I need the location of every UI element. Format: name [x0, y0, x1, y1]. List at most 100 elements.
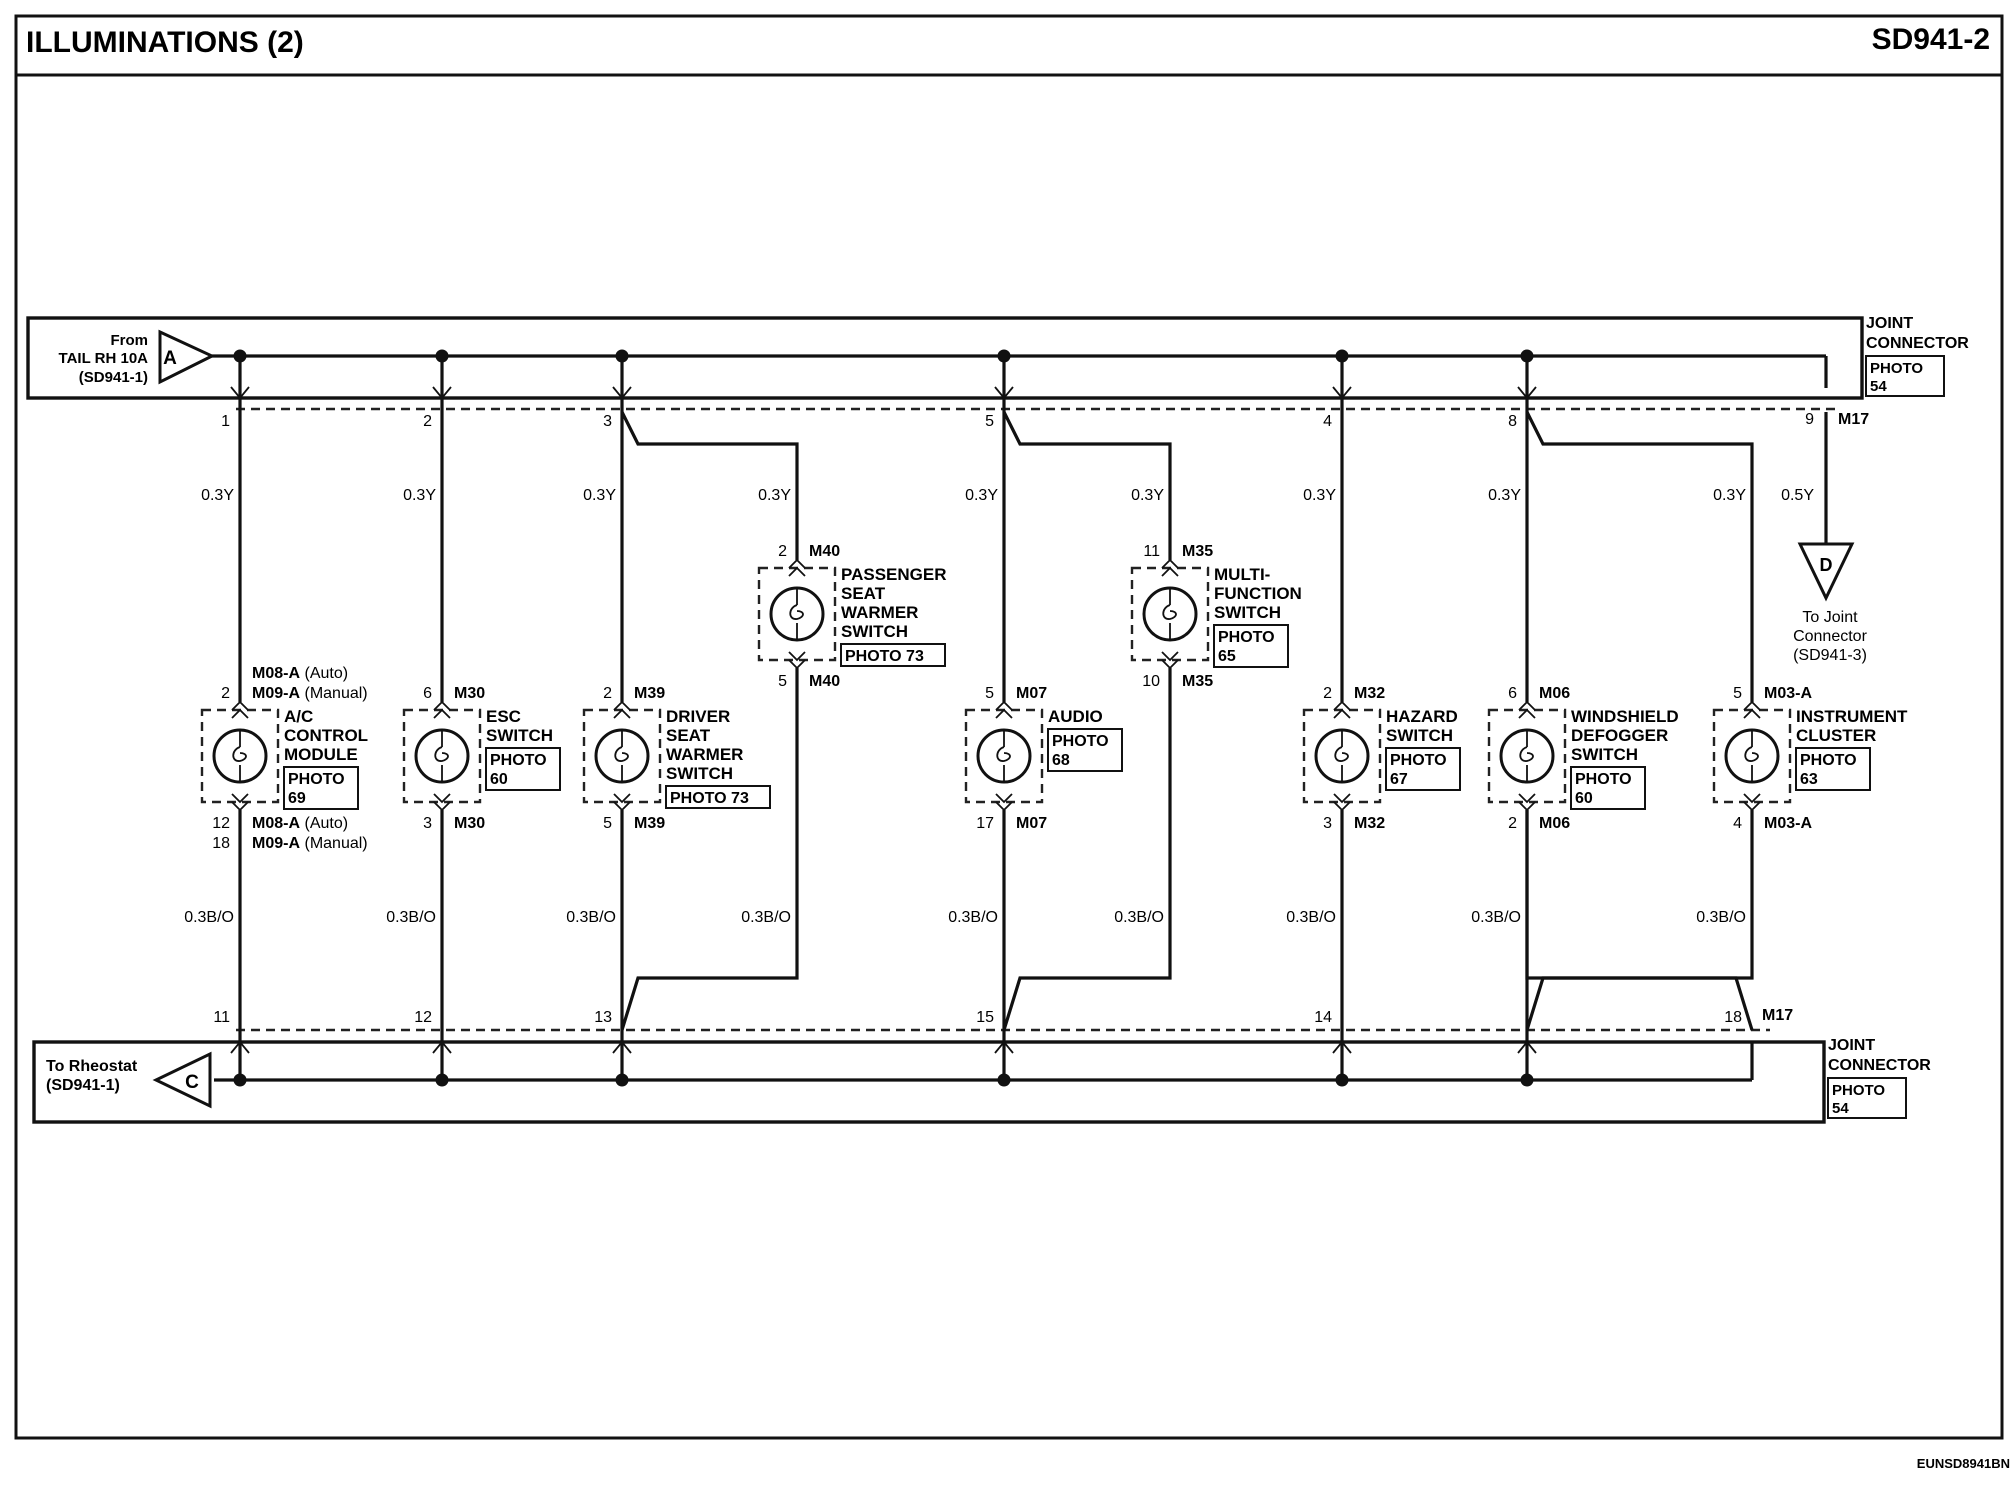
- branch-4-pin-out: 17: [976, 815, 994, 832]
- branch-7-name-1: DEFOGGER: [1571, 726, 1668, 745]
- bottom-joint-connector: M17: [1762, 1007, 1793, 1024]
- source-a-line-3: (SD941-1): [79, 369, 148, 386]
- branch-2-top-arrow: [612, 386, 632, 400]
- bottom-joint-bar: [32, 1040, 1826, 1124]
- branch-2-wire-in-label: 0.3Y: [583, 487, 616, 504]
- branch-7-pin-out: 2: [1508, 815, 1517, 832]
- joint-out-line-2: Connector: [1793, 628, 1867, 645]
- branch-7-photo-0: PHOTO: [1575, 771, 1632, 788]
- branch-6-photo-0: PHOTO: [1390, 752, 1447, 769]
- branch-6-conn-out-a: [1333, 801, 1351, 812]
- branch-3-pin-in: 2: [778, 543, 787, 560]
- branch-4-conn-in-b: [995, 708, 1013, 719]
- branch-6-lamp-filament: [1334, 730, 1349, 782]
- branch-0-name-1: CONTROL: [284, 726, 368, 745]
- branch-4-lamp-filament: [996, 730, 1011, 782]
- branch-5-wire-out-label: 0.3B/O: [1114, 909, 1164, 926]
- rheostat-c-triangle: [152, 1051, 212, 1109]
- branch-6-bottom-splice: [1335, 1073, 1349, 1087]
- branch-4-conn-out-id-0: M07: [1016, 815, 1047, 832]
- branch-6-conn-out-b: [1333, 793, 1351, 804]
- page-title: ILLUMINATIONS (2): [26, 26, 304, 59]
- branch-4-top-splice: [997, 349, 1011, 363]
- branch-6-top-arrow: [1332, 386, 1352, 400]
- branch-8-lamp-filament: [1744, 730, 1759, 782]
- rheostat-line-1: To Rheostat: [46, 1058, 138, 1075]
- branch-0-conn-in-a: [231, 700, 249, 711]
- branch-4-wire-out-label: 0.3B/O: [948, 909, 998, 926]
- branch-3-conn-in-b: [788, 566, 806, 577]
- branch-8-conn-in-a: [1743, 700, 1761, 711]
- branch-4-photo-1: 68: [1052, 752, 1070, 769]
- branch-0-pin-in: 2: [221, 685, 230, 702]
- branch-2-top-pin: 3: [603, 413, 612, 430]
- top-joint-photo-box: [1865, 355, 1945, 397]
- branch-6-bottom-pin: 14: [1314, 1009, 1332, 1026]
- bottom-joint-label-1: JOINT: [1828, 1037, 1875, 1054]
- branch-6-pin-out: 3: [1323, 815, 1332, 832]
- joint-out-line-1: To Joint: [1802, 609, 1858, 626]
- joint-out-d-triangle: [1797, 542, 1855, 602]
- bottom-joint-photo-2: 54: [1832, 1100, 1849, 1117]
- branch-0-conn-out-b: [231, 793, 249, 804]
- branch-0-bottom-pin: 11: [213, 1009, 230, 1026]
- branch-5-name-0: MULTI-: [1214, 565, 1270, 584]
- branch-7-conn-in-a: [1518, 700, 1536, 711]
- branch-3-pin-out: 5: [778, 673, 787, 690]
- branch-7-top-arrow: [1517, 386, 1537, 400]
- top-joint-label-1: JOINT: [1866, 315, 1913, 332]
- branch-1-conn-out-a: [433, 801, 451, 812]
- branch-3-photo-box: [840, 643, 946, 667]
- branch-5-name-1: FUNCTION: [1214, 584, 1302, 603]
- source-a-letter: A: [163, 348, 177, 369]
- branch-7-conn-out-b: [1518, 793, 1536, 804]
- branch-0-conn-out-id-1: M09-A: [252, 835, 300, 852]
- branch-8-pin-out: 4: [1733, 815, 1742, 832]
- branch-3-name-3: SWITCH: [841, 622, 908, 641]
- branch-3-wire-out: [620, 668, 799, 1031]
- branch-8-photo-1: 63: [1800, 771, 1818, 788]
- branch-6-pin-in: 2: [1323, 685, 1332, 702]
- branch-0-conn-out-id-0: M08-A: [252, 815, 300, 832]
- branch-6-conn-in-a: [1333, 700, 1351, 711]
- branch-2-name-0: DRIVER: [666, 707, 730, 726]
- branch-4-conn-in-a: [995, 700, 1013, 711]
- branch-7-photo-1: 60: [1575, 790, 1593, 807]
- branch-2-conn-out-b: [613, 793, 631, 804]
- rheostat-line-2: (SD941-1): [46, 1077, 120, 1094]
- branch-3-wire-out-label: 0.3B/O: [741, 909, 791, 926]
- branch-2-bottom-pin: 13: [594, 1009, 612, 1026]
- branch-2-top-splice: [615, 349, 629, 363]
- branch-7-name-2: SWITCH: [1571, 745, 1638, 764]
- branch-7-top-pin: 8: [1508, 413, 1517, 430]
- top-joint-bar: [26, 316, 1864, 400]
- bottom-joint-label-2: CONNECTOR: [1828, 1057, 1931, 1074]
- branch-2-conn-in-b: [613, 708, 631, 719]
- branch-4-photo-box: [1047, 728, 1123, 772]
- branch-7-photo-box: [1570, 766, 1646, 810]
- branch-8-conn-out-a: [1743, 801, 1761, 812]
- branch-6-wire-in-label: 0.3Y: [1303, 487, 1336, 504]
- branch-1-conn-in-a: [433, 700, 451, 711]
- branch-0-top-arrow: [230, 386, 250, 400]
- branch-5-conn-out-b: [1161, 651, 1179, 662]
- joint-out-line-3: (SD941-3): [1793, 647, 1867, 664]
- footer-code: EUNSD8941BN: [1917, 1456, 2010, 1471]
- page-code: SD941-2: [1872, 23, 1990, 56]
- branch-8-conn-in-id-0: M03-A: [1764, 685, 1812, 702]
- branch-2-bottom-splice: [615, 1073, 629, 1087]
- branch-8-conn-in-b: [1743, 708, 1761, 719]
- joint-out-pin: 9: [1805, 411, 1814, 428]
- branch-5-pin-in: 11: [1143, 543, 1160, 560]
- branch-8-conn-out-id-0: M03-A: [1764, 815, 1812, 832]
- branch-0-pin-out: 12: [212, 815, 230, 832]
- joint-out-wire-label: 0.5Y: [1781, 487, 1814, 504]
- branch-7-conn-in-id-0: M06: [1539, 685, 1570, 702]
- branch-4-top-pin: 5: [985, 413, 994, 430]
- branch-1-conn-in-b: [433, 708, 451, 719]
- source-a-triangle: [158, 329, 216, 385]
- branch-4-bottom-splice: [997, 1073, 1011, 1087]
- branch-5-name-2: SWITCH: [1214, 603, 1281, 622]
- branch-4-bottom-arrow: [994, 1040, 1014, 1054]
- branch-6-conn-out-id-0: M32: [1354, 815, 1385, 832]
